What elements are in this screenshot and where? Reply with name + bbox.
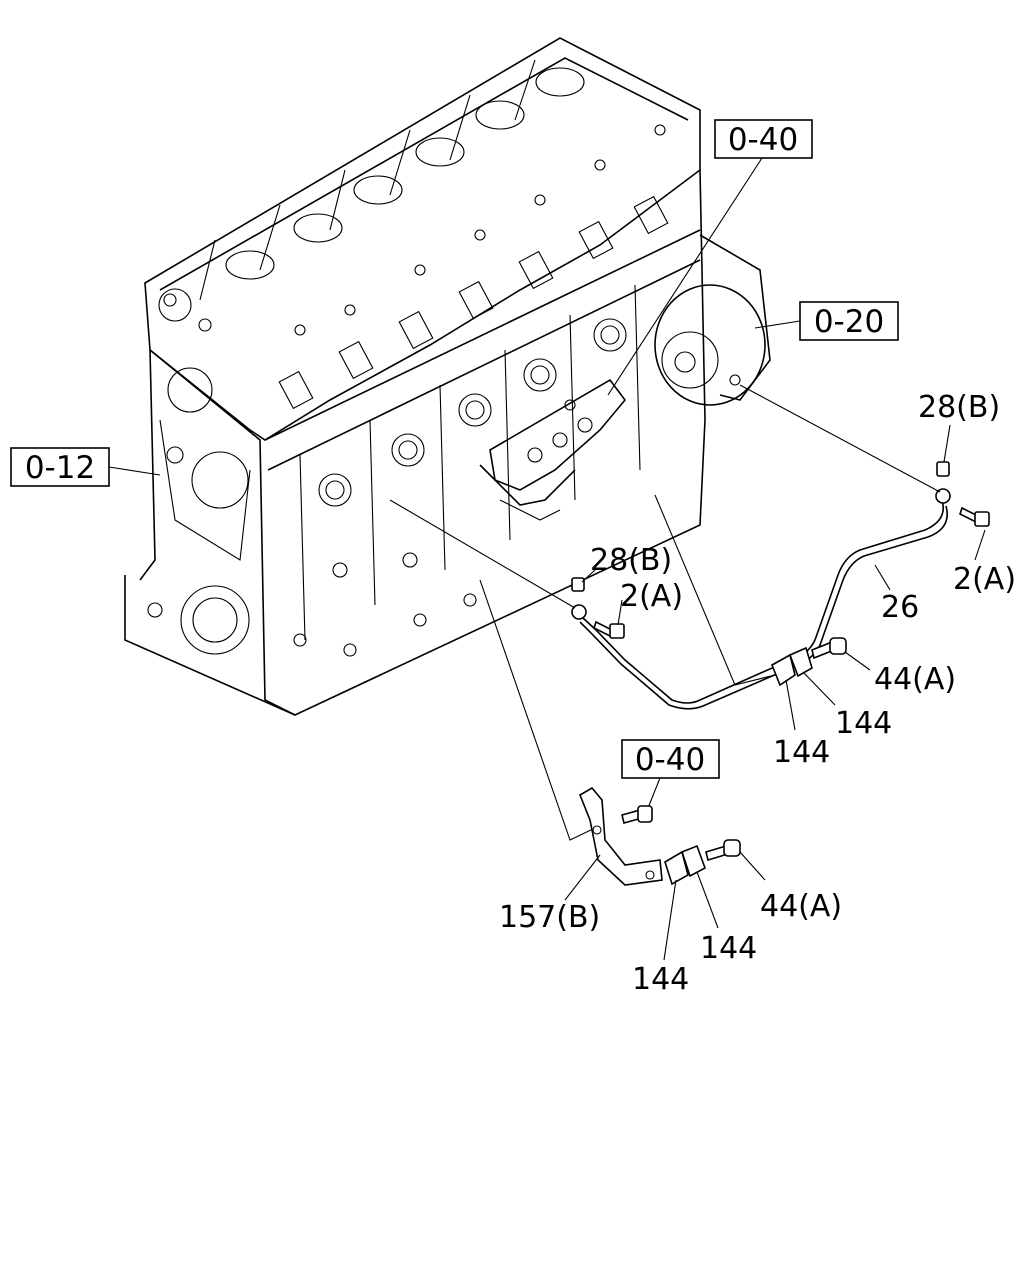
callout-28b-center: 28(B) (590, 543, 672, 578)
callout-2a-center: 2(A) (620, 579, 683, 614)
callout-44a-upper: 44(A) (874, 662, 956, 697)
clamp-144-lower-left[interactable] (664, 850, 689, 886)
ref-label: 0-20 (814, 304, 884, 340)
leader-upper-clamp (654, 494, 776, 686)
ref-box-0-40-bottom[interactable]: 0-40 (621, 739, 720, 779)
ref-label: 0-40 (635, 742, 705, 778)
rear-housing (654, 234, 771, 406)
crank-bays (199, 59, 585, 301)
callout-144-upper-right: 144 (835, 706, 892, 741)
callout-26: 26 (881, 590, 919, 625)
leader-0-40-top (607, 157, 763, 396)
leader-0-20 (754, 320, 801, 329)
ref-label: 0-12 (25, 450, 95, 486)
lower-bosses (293, 552, 477, 657)
clamp-144-lower-right[interactable] (681, 844, 706, 878)
clamp-144-upper-left[interactable] (770, 653, 796, 687)
callout-44a-lower: 44(A) (760, 889, 842, 924)
callout-leaders (564, 424, 986, 961)
side-ports (278, 195, 669, 410)
ref-box-0-12[interactable]: 0-12 (10, 447, 110, 487)
leader-pipe-right (739, 384, 941, 493)
leader-0-40-bottom (647, 777, 661, 809)
leader-0-12 (108, 466, 161, 476)
ref-box-0-20[interactable]: 0-20 (799, 301, 899, 341)
bolt-44a-upper[interactable] (811, 637, 847, 660)
oil-pipe (571, 488, 951, 710)
callout-144-lower-left: 144 (632, 962, 689, 997)
front-face (147, 288, 251, 655)
ref-box-0-40-top[interactable]: 0-40 (714, 119, 813, 159)
callout-144-upper-left: 144 (773, 735, 830, 770)
bolt-0-40-bracket[interactable] (621, 805, 653, 824)
bolt-2a-center[interactable] (593, 620, 625, 639)
leader-bracket (479, 579, 596, 841)
nut-28b-center[interactable] (571, 577, 585, 592)
injection-pump-bracket (479, 378, 627, 521)
bolt-44a-lower[interactable] (705, 839, 741, 862)
bracket-157b[interactable] (579, 786, 663, 886)
callout-2a-right: 2(A) (953, 562, 1016, 597)
callout-144-lower-right: 144 (700, 931, 757, 966)
callout-28b-right: 28(B) (918, 390, 1000, 425)
nut-28b-right[interactable] (936, 461, 950, 477)
clamp-144-upper-right[interactable] (788, 646, 813, 678)
callout-157b: 157(B) (499, 900, 600, 935)
deck-bolt-holes (163, 124, 666, 336)
leader-pipe-left (389, 499, 576, 609)
engine-block (124, 37, 771, 716)
ref-label: 0-40 (728, 122, 798, 158)
bolt-2a-right[interactable] (959, 506, 990, 527)
side-bores (318, 318, 627, 507)
